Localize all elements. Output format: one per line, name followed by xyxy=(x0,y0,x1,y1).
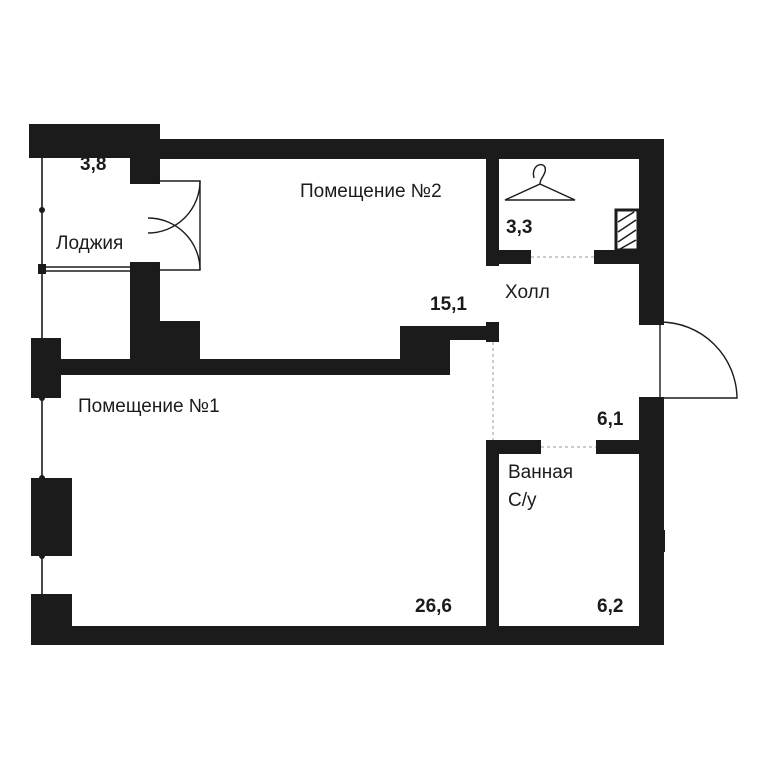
loggia-name: Лоджия xyxy=(56,233,123,254)
wall-wardrobe-left xyxy=(486,139,499,266)
loggia-area: 3,8 xyxy=(80,154,106,175)
glazing-mark xyxy=(39,395,45,401)
wall-partition-block-left xyxy=(130,262,160,375)
labels: 3,8 Лоджия Помещение №2 15,1 3,3 Холл 6,… xyxy=(56,154,624,617)
glazing-mark xyxy=(39,553,45,559)
wall-bottom xyxy=(54,626,664,645)
wall-wardrobe-bottom-right xyxy=(594,250,652,264)
wall-right-nub xyxy=(660,530,665,552)
wall-top xyxy=(148,139,664,159)
wall-left-window-pier xyxy=(31,478,72,556)
doors xyxy=(147,180,738,399)
wall-right-bottom xyxy=(639,397,664,645)
wall-bathroom-top-right xyxy=(596,440,654,454)
walls xyxy=(29,124,665,645)
glazing-mark xyxy=(39,207,45,213)
wall-right-top xyxy=(639,139,664,325)
entrance-door xyxy=(659,321,738,399)
ventilation-shaft-icon xyxy=(614,208,640,252)
wall-bathroom-left xyxy=(486,440,499,640)
bathroom-name-line2: С/у xyxy=(508,490,537,511)
bathroom-area: 6,2 xyxy=(597,596,623,617)
wall-loggia-left-post xyxy=(29,124,54,158)
hanger-icon xyxy=(504,163,576,201)
openings xyxy=(492,256,596,448)
wall-partition-stub-end xyxy=(486,322,499,342)
wall-partition-block-right xyxy=(400,326,450,375)
bathroom-name-line1: Ванная xyxy=(508,462,573,483)
wall-partition-stub xyxy=(445,326,499,340)
wall-loggia-pillar-top xyxy=(130,124,160,184)
room2-area: 15,1 xyxy=(430,294,467,315)
glazing-mark xyxy=(39,475,45,481)
room2-name: Помещение №2 xyxy=(300,181,442,202)
hall-name: Холл xyxy=(505,282,550,303)
wall-partition-block-corner xyxy=(160,321,200,375)
wardrobe-area: 3,3 xyxy=(506,217,532,238)
room1-name: Помещение №1 xyxy=(78,396,220,417)
wall-left-block-bottom xyxy=(31,594,72,645)
wall-partition-horizontal xyxy=(31,359,449,375)
wall-bathroom-top-left xyxy=(486,440,541,454)
wall-wardrobe-bottom-left xyxy=(486,250,531,264)
hall-area: 6,1 xyxy=(597,409,624,430)
loggia-sill-post xyxy=(38,264,46,274)
room1-area: 26,6 xyxy=(415,596,452,617)
